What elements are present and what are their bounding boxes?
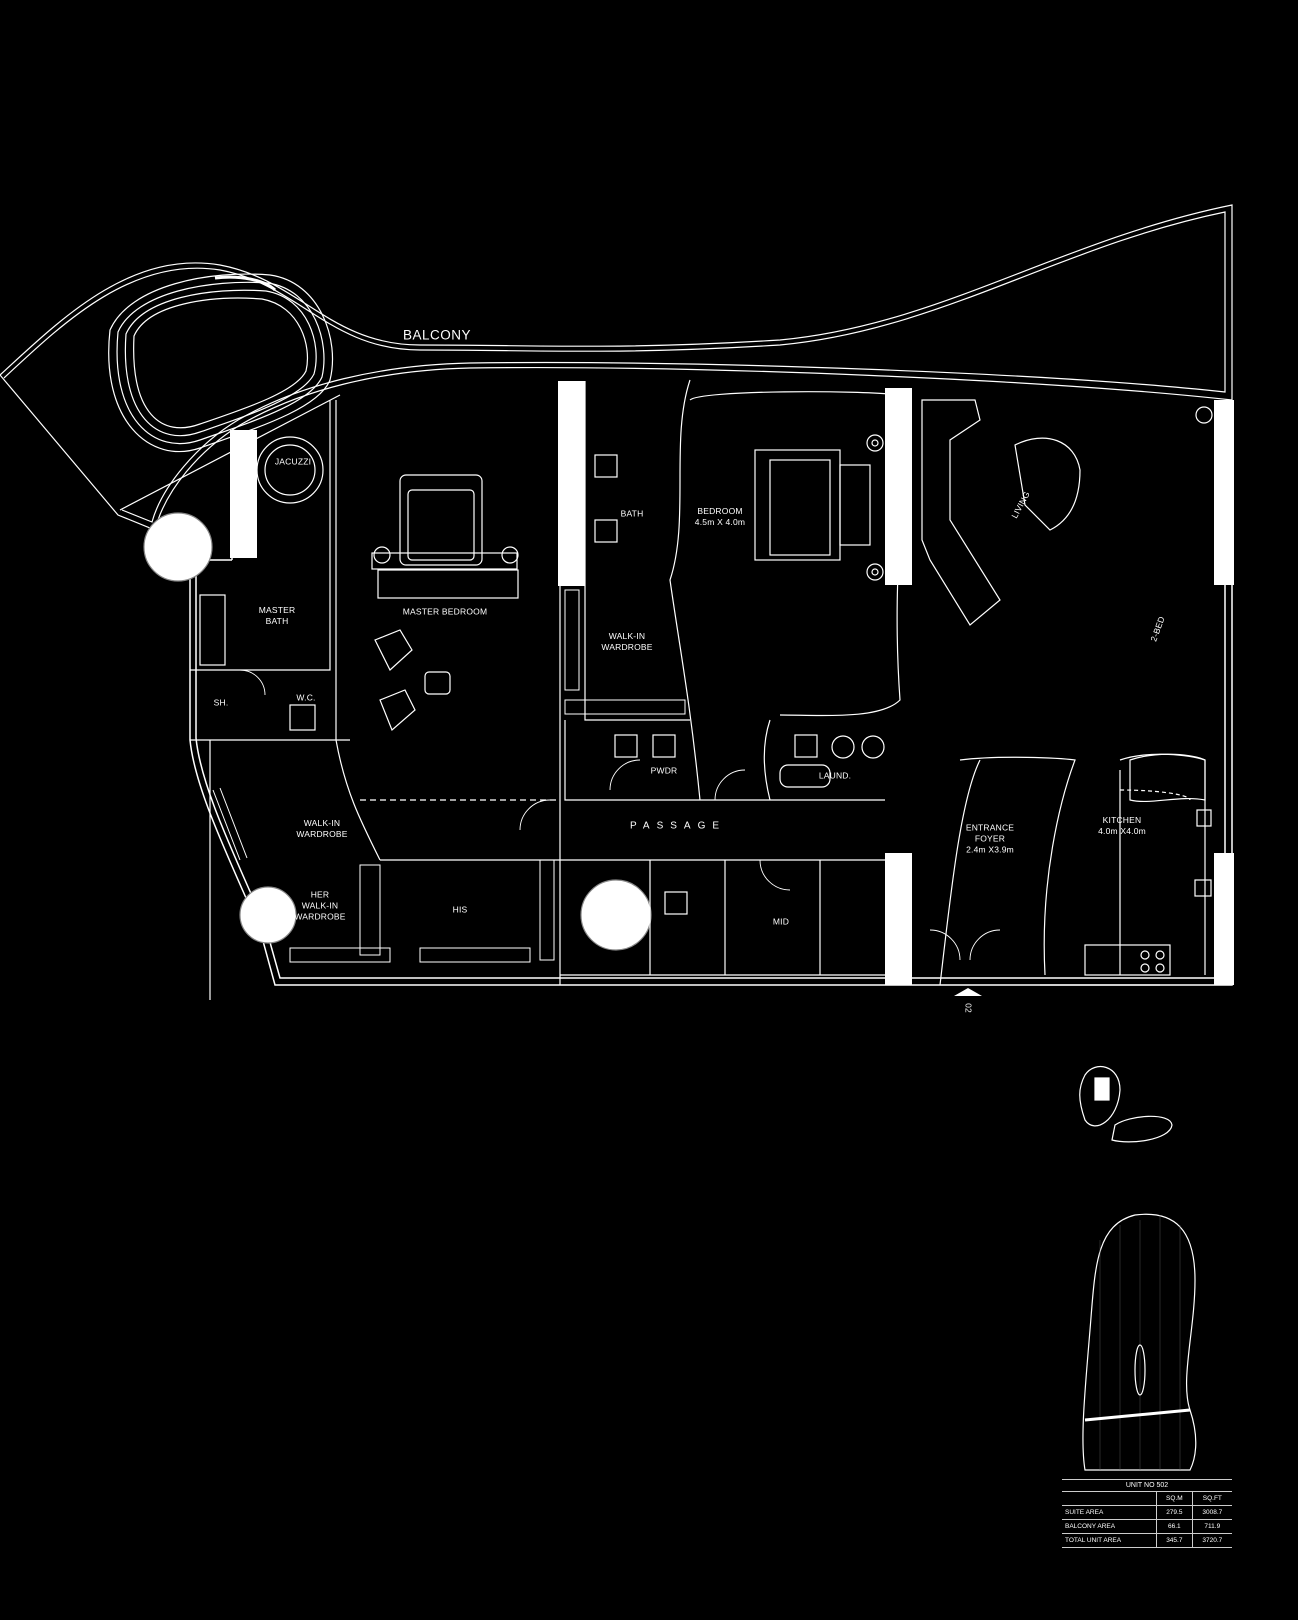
living-sofa: [921, 399, 1213, 626]
row-sqft: 711.9: [1191, 1519, 1232, 1534]
master-bed: [371, 474, 519, 599]
her-walk-in-wardrobe-label: HER WALK-IN WARDROBE: [294, 890, 345, 923]
round-columns: [143, 512, 652, 951]
bedroom-label: BEDROOM 4.5m X 4.0m: [695, 506, 745, 528]
bath-label: BATH: [620, 508, 644, 519]
row-sqft: 3720.7: [1191, 1533, 1232, 1548]
row-label: TOTAL UNIT AREA: [1062, 1533, 1157, 1548]
bedroom-name: BEDROOM: [697, 506, 743, 516]
area-table-title: UNIT NO 502: [1062, 1479, 1232, 1492]
her-wardrobe-line-3: WARDROBE: [294, 911, 346, 922]
wc-label: W.C.: [296, 692, 316, 703]
row-sqm: 66.1: [1156, 1519, 1193, 1534]
master-bath-line-1: MASTER: [258, 605, 296, 615]
kitchen-label: KITCHEN 4.0m X4.0m: [1098, 815, 1146, 837]
entrance-foyer-label: ENTRANCE FOYER 2.4m X3.9m: [966, 823, 1014, 856]
entrance-foyer-size: 2.4m X3.9m: [966, 844, 1014, 855]
walk-in-wardrobe-left-label: WALK-IN WARDROBE: [296, 818, 347, 840]
entry-arrow-icon: [954, 988, 982, 996]
area-table-header: SQ.M SQ.FT: [1062, 1492, 1232, 1506]
walk-in-wardrobe-mid-label: WALK-IN WARDROBE: [601, 631, 652, 653]
balcony-label: BALCONY: [402, 327, 472, 343]
master-bedroom-label: MASTER BEDROOM: [402, 606, 488, 617]
entrance-foyer-line-2: FOYER: [974, 833, 1006, 844]
area-table-col-label: [1062, 1492, 1157, 1506]
row-label: SUITE AREA: [1062, 1505, 1157, 1520]
bedroom-size: 4.5m X 4.0m: [694, 517, 746, 527]
row-sqft: 3008.7: [1191, 1505, 1232, 1520]
master-bath-label: MASTER BATH: [259, 605, 296, 627]
bath-fixtures: [199, 436, 885, 915]
table-row: SUITE AREA 279.5 3008.7: [1062, 1505, 1232, 1520]
powder-room-label: PWDR: [650, 765, 678, 776]
kitchen-counter: [1084, 753, 1212, 976]
balcony-outline: [0, 204, 1233, 531]
row-sqm: 279.5: [1156, 1505, 1193, 1520]
area-table-col-sqft: SQ.FT: [1191, 1492, 1232, 1506]
key-plan-top: [1079, 1066, 1173, 1143]
exterior-walls: [189, 400, 1233, 986]
tower-key-plan: [1082, 1213, 1197, 1471]
walk-in-wardrobe-mid-line-1: WALK-IN: [608, 631, 646, 641]
her-wardrobe-line-2: WALK-IN: [301, 900, 339, 911]
walk-in-wardrobe-left-line-2: WARDROBE: [296, 829, 348, 839]
bedroom-bed: [754, 434, 884, 581]
table-row: TOTAL UNIT AREA 345.7 3720.7: [1062, 1533, 1232, 1548]
walk-in-wardrobe-mid-line-2: WARDROBE: [601, 642, 653, 652]
door-swings: [239, 669, 1001, 961]
row-label: BALCONY AREA: [1062, 1519, 1157, 1534]
kitchen-size: 4.0m X4.0m: [1098, 826, 1146, 836]
laundry-label: LAUND.: [818, 770, 852, 781]
passage-label: PASSAGE: [629, 820, 727, 832]
unit-area-table: UNIT NO 502 SQ.M SQ.FT SUITE AREA 279.5 …: [1062, 1479, 1232, 1548]
row-sqm: 345.7: [1156, 1533, 1193, 1548]
mid-label: MID: [772, 916, 790, 927]
master-bath-line-2: BATH: [265, 616, 289, 626]
entrance-foyer-line-1: ENTRANCE: [965, 822, 1015, 833]
wardrobe-racks: [212, 589, 686, 963]
kitchen-name: KITCHEN: [1102, 815, 1142, 825]
walk-in-wardrobe-left-line-1: WALK-IN: [303, 818, 341, 828]
his-label: HIS: [452, 904, 468, 915]
pool: [108, 273, 334, 453]
entry-marker-label: 02: [963, 1003, 974, 1013]
shower-label: SH.: [213, 697, 229, 708]
area-table-col-sqm: SQ.M: [1156, 1492, 1193, 1506]
jacuzzi-label: JACUZZI: [274, 456, 312, 467]
interior-walls: [190, 379, 1206, 1000]
structural-columns: [230, 381, 1234, 985]
her-wardrobe-line-1: HER: [310, 889, 330, 900]
master-bedroom-chairs: [374, 629, 451, 732]
table-row: BALCONY AREA 66.1 711.9: [1062, 1519, 1232, 1534]
